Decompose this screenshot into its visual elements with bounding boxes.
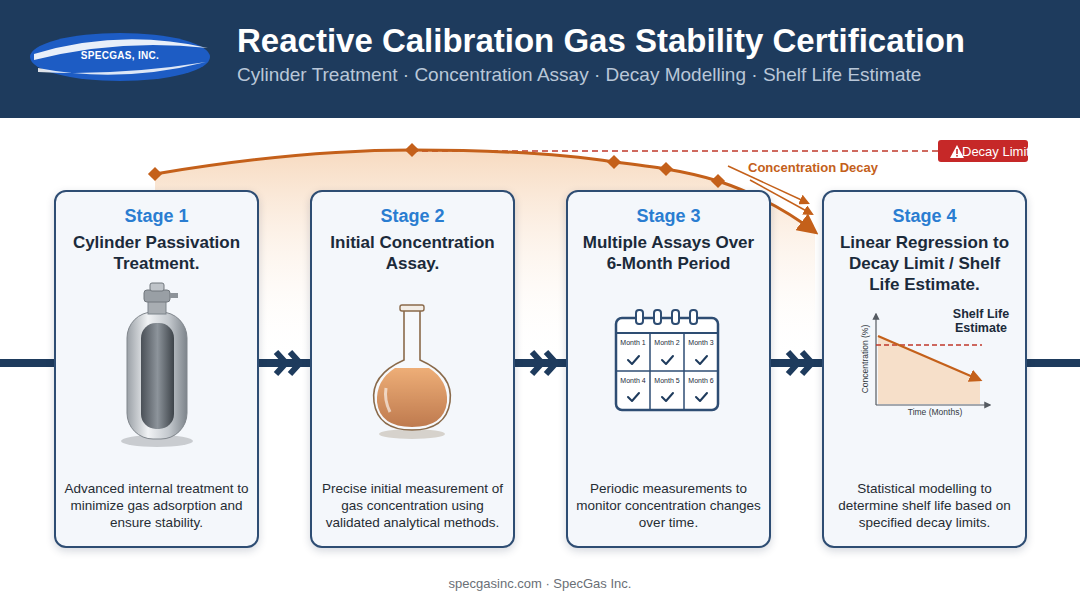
badge-text: Decay Limit xyxy=(962,144,1030,159)
table-cell: Month 6 xyxy=(684,377,718,384)
stage-title: Multiple Assays Over 6-Month Period xyxy=(576,232,761,274)
data-points xyxy=(148,143,725,188)
table-cell: Month 1 xyxy=(616,339,650,346)
stage-number: Stage 3 xyxy=(568,206,769,227)
stage-box: Stage 3 Multiple Assays Over 6-Month Peri… xyxy=(566,190,771,548)
axis-label: Time (Months) xyxy=(895,407,975,417)
footer-caption: specgasinc.com · SpecGas Inc. xyxy=(0,576,1080,591)
flow-connector xyxy=(771,352,822,374)
flow-line xyxy=(1025,359,1080,367)
logo-text: SPECGAS, INC. xyxy=(28,50,212,61)
stage-title: Initial Concentration Assay. xyxy=(320,232,505,274)
stage-description: Statistical modelling to determine shelf… xyxy=(832,480,1017,531)
chevron-head xyxy=(802,352,812,374)
stage-box: Stage 2 Initial Concentration Assay. Preci… xyxy=(310,190,515,548)
flow-connector xyxy=(515,352,566,374)
chart-annotation: Shelf Life Estimate xyxy=(944,307,1018,335)
warning-badge: Decay Limit xyxy=(938,140,1028,162)
stage-box: Stage 4 Linear Regression to Decay Limit … xyxy=(822,190,1027,548)
stage-box: Stage 1 Cylinder Passivation Treatment. Ad… xyxy=(54,190,259,548)
logo-swoosh xyxy=(38,62,206,75)
stage-number: Stage 1 xyxy=(56,206,257,227)
table-cell: Month 3 xyxy=(684,339,718,346)
chevron-head xyxy=(788,352,798,374)
stage-description: Advanced internal treatment to minimize … xyxy=(64,480,249,531)
curve-label: Concentration Decay xyxy=(748,160,878,175)
chevron-head xyxy=(290,352,300,374)
company-logo: SPECGAS, INC. xyxy=(28,30,212,84)
stage-number: Stage 4 xyxy=(824,206,1025,227)
stage-description: Periodic measurements to monitor concent… xyxy=(576,480,761,531)
header-band xyxy=(0,0,1080,118)
flow-line xyxy=(0,359,56,367)
chevron-head xyxy=(546,352,556,374)
table-cell: Month 2 xyxy=(650,339,684,346)
axis-label: Concentration (%) xyxy=(860,319,870,399)
stage-number: Stage 2 xyxy=(312,206,513,227)
flow-connector xyxy=(259,352,310,374)
table-cell: Month 5 xyxy=(650,377,684,384)
page-title: Reactive Calibration Gas Stability Certi… xyxy=(237,22,965,60)
chevron-head xyxy=(532,352,542,374)
stage-description: Precise initial measurement of gas conce… xyxy=(320,480,505,531)
stage-title: Linear Regression to Decay Limit / Shelf… xyxy=(832,232,1017,295)
chevron-head xyxy=(276,352,286,374)
table-cell: Month 4 xyxy=(616,377,650,384)
stage-title: Cylinder Passivation Treatment. xyxy=(64,232,249,274)
subtitle: Cylinder Treatment · Concentration Assay… xyxy=(237,64,921,86)
